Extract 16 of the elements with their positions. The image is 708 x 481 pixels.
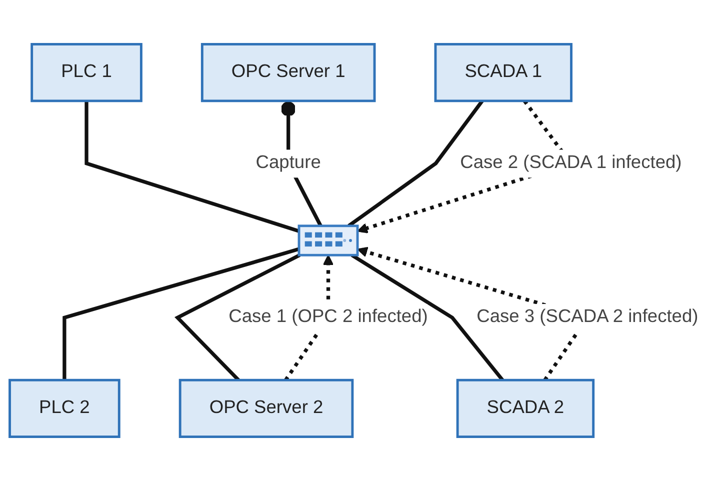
node-box: PLC 2 <box>8 378 120 438</box>
edge-label: Case 1 (OPC 2 infected) <box>228 306 428 328</box>
node-box: OPC Server 1 <box>200 43 376 102</box>
edge-label: Capture <box>256 152 321 173</box>
node-box: SCADA 1 <box>434 43 572 102</box>
node-picture <box>298 224 359 256</box>
node-box: SCADA 2 <box>456 378 595 438</box>
connector <box>350 254 504 382</box>
node-box: PLC 1 <box>30 43 142 102</box>
connector <box>174 254 300 382</box>
node-box: OPC Server 2 <box>178 378 354 438</box>
edge-label: Case 3 (SCADA 2 infected) <box>476 306 698 328</box>
connector <box>348 100 484 228</box>
edge-label: Case 2 (SCADA 1 infected) <box>460 152 682 173</box>
connector <box>84 100 300 233</box>
connector <box>62 247 300 380</box>
